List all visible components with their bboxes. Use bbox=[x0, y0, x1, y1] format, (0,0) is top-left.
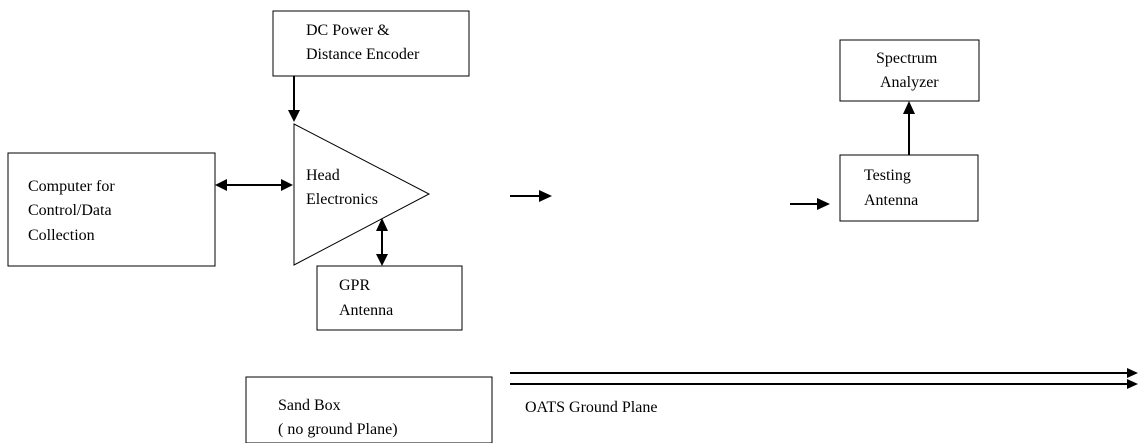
dc-power-encoder-label-line1: DC Power & bbox=[306, 22, 390, 39]
head-electronics-label-line1: Head bbox=[306, 167, 340, 184]
computer-label-line3: Collection bbox=[28, 227, 95, 244]
sand-box-label-line1: Sand Box bbox=[278, 397, 341, 414]
spectrum-analyzer-label-line1: Spectrum bbox=[876, 50, 938, 67]
gpr-antenna-block: GPR Antenna bbox=[316, 265, 463, 331]
ground-plane-arrowhead-top bbox=[1127, 368, 1138, 378]
spectrum-analyzer-box bbox=[839, 39, 980, 102]
gpr-antenna-box bbox=[316, 265, 463, 331]
sand-box-label-line2: ( no ground Plane) bbox=[278, 421, 398, 438]
computer-box bbox=[7, 152, 216, 267]
dc-to-head-arrow bbox=[288, 76, 300, 122]
testing-antenna-box bbox=[839, 154, 979, 222]
ground-plane-arrowhead-bottom bbox=[1127, 379, 1138, 389]
testing-antenna-label-line1: Testing bbox=[864, 167, 911, 184]
computer-block: Computer for Control/Data Collection bbox=[7, 152, 216, 267]
testing-antenna-block: Testing Antenna bbox=[839, 154, 979, 222]
oats-ground-plane: OATS Ground Plane bbox=[510, 368, 1138, 416]
head-gpr-bidirectional-arrow bbox=[376, 218, 388, 266]
computer-label-line2: Control/Data bbox=[28, 202, 112, 219]
dc-power-encoder-box bbox=[272, 10, 470, 77]
gpr-antenna-label-line2: Antenna bbox=[339, 302, 393, 319]
emission-arrow-right bbox=[790, 198, 830, 210]
spectrum-analyzer-label-line2: Analyzer bbox=[880, 74, 939, 91]
emission-arrow-left bbox=[510, 190, 552, 202]
testing-antenna-label-line2: Antenna bbox=[864, 192, 918, 209]
sand-box-box bbox=[245, 376, 493, 443]
head-electronics-label-line2: Electronics bbox=[306, 191, 378, 208]
computer-label-line1: Computer for bbox=[28, 178, 115, 195]
spectrum-analyzer-block: Spectrum Analyzer bbox=[839, 39, 980, 102]
sand-box-block: Sand Box ( no ground Plane) bbox=[245, 376, 493, 443]
head-electronics-block: Head Electronics bbox=[293, 123, 431, 266]
dc-power-encoder-label-line2: Distance Encoder bbox=[306, 46, 420, 63]
computer-head-bidirectional-arrow bbox=[215, 179, 293, 191]
ground-plane-label: OATS Ground Plane bbox=[525, 399, 657, 416]
testing-to-analyzer-arrow bbox=[903, 101, 915, 155]
head-electronics-triangle bbox=[293, 123, 431, 266]
gpr-antenna-label-line1: GPR bbox=[339, 277, 370, 294]
dc-power-encoder-block: DC Power & Distance Encoder bbox=[272, 10, 470, 77]
